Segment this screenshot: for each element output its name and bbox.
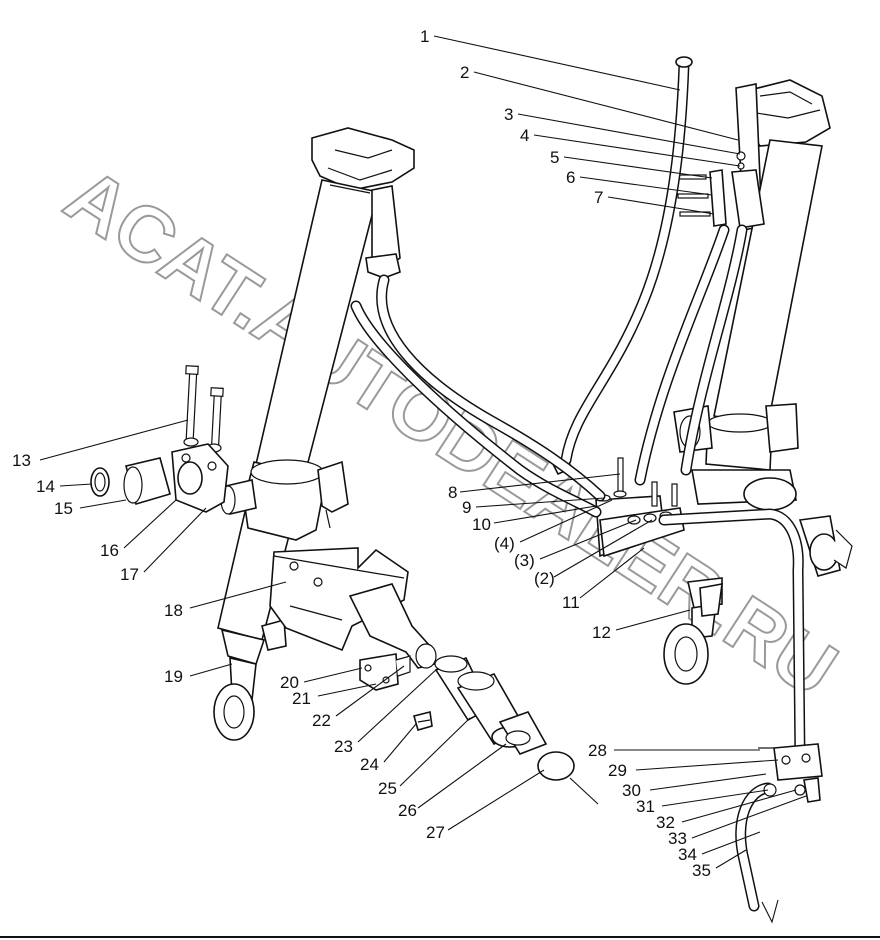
- label-28: 28: [588, 741, 607, 760]
- label-23: 23: [334, 737, 353, 756]
- leader-lines: [39, 35, 807, 869]
- label-29: 29: [608, 761, 627, 780]
- label-30: 30: [622, 781, 641, 800]
- label-35: 35: [692, 861, 711, 880]
- label-7: 7: [594, 188, 603, 207]
- label-11: 11: [562, 593, 580, 612]
- label-1: 1: [420, 27, 429, 46]
- small-plate: [359, 653, 411, 691]
- label-2: 2: [460, 63, 469, 82]
- lower-fitting-block: [758, 743, 823, 803]
- label-6: 6: [566, 168, 575, 187]
- label-33: 33: [668, 829, 687, 848]
- label-20: 20: [280, 673, 299, 692]
- label-17: 17: [120, 565, 139, 584]
- label-16: 16: [100, 541, 119, 560]
- label-10: 10: [472, 515, 491, 534]
- label-14: 14: [36, 477, 55, 496]
- label-4: 4: [520, 126, 529, 145]
- label-22: 22: [312, 711, 331, 730]
- label-12: 12: [592, 623, 611, 642]
- clamp-group: [90, 365, 229, 513]
- label-18: 18: [164, 601, 183, 620]
- label-3: 3: [504, 105, 513, 124]
- label-32: 32: [656, 813, 675, 832]
- left-cylinder-assembly: [213, 127, 415, 741]
- label-26: 26: [398, 801, 417, 820]
- label-15: 15: [54, 499, 73, 518]
- label-5: 5: [550, 148, 559, 167]
- label-4-paren: (4): [494, 534, 515, 553]
- part-number-labels: 1 2 3 4 5 6 7 8 9 10 (4) (3) (2) 11 12 1…: [12, 27, 711, 880]
- label-3-paren: (3): [514, 551, 535, 570]
- label-31: 31: [636, 797, 655, 816]
- label-2-paren: (2): [534, 569, 555, 588]
- hydraulic-lines: [350, 56, 806, 924]
- label-8: 8: [448, 483, 457, 502]
- grease-fitting: [413, 711, 433, 731]
- label-27: 27: [426, 823, 445, 842]
- label-19: 19: [164, 667, 183, 686]
- right-cylinder-assembly: [663, 79, 853, 685]
- fitting-bracket-group: [675, 151, 765, 229]
- label-34: 34: [678, 845, 697, 864]
- label-13: 13: [12, 451, 31, 470]
- bushing-set: [434, 655, 599, 805]
- hydraulic-block: [550, 457, 685, 558]
- label-24: 24: [360, 755, 379, 774]
- label-9: 9: [462, 498, 471, 517]
- label-21: 21: [292, 689, 311, 708]
- label-25: 25: [378, 779, 397, 798]
- mounting-bracket: [269, 547, 437, 669]
